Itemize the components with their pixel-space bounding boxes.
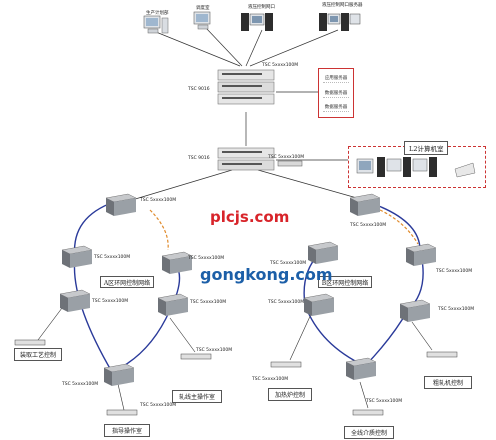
ring-switch-icon [103,363,135,386]
station-label-1: 装取工艺控制 [14,348,62,361]
node9-port: TSC 5xxxx100M [436,269,473,274]
pc3-label: 液压控制网口 [248,5,275,10]
link-pc2-switch [205,27,243,67]
node1-port: TSC 5xxxx100M [140,198,177,203]
drop-s2 [169,317,196,353]
watermark-gongkong: gongkong.com [200,265,333,284]
station-label-3: 指导操作室 [104,424,150,437]
link-pc4-switch [249,29,339,67]
station-label-6: 粗轧机控制 [424,376,472,389]
core-switch-icon [217,147,275,171]
node10-port: TSC 5xxxx100M [268,300,305,305]
pc4-label: 液压控制网口服务器 [322,3,363,8]
terminal-device-icon [426,351,458,358]
node14-port: TSC 5xxxx100M [366,399,403,404]
workstation-pair-icon [241,13,273,31]
drop-s5 [359,381,369,409]
node2-port: TSC 5xxxx100M [94,255,131,260]
terminal-device-icon [270,361,302,368]
server-panel: 应用服务器 数据服务器 数据服务器 [318,68,354,118]
ring-switch-icon [61,245,93,268]
desktop-pc-icon [193,11,211,30]
right-ring-orange [379,209,419,245]
node15-port: TSC 5xxxx100M [196,348,233,353]
ring-switch-icon [157,293,189,316]
drop-s6 [411,321,433,351]
workstation-pair-icon [319,13,361,31]
node3-port: TSC 5xxxx100M [188,256,225,261]
terminal-device-icon [352,409,384,416]
switch1-port-label: TSC 5xxxx100M [262,63,299,68]
station-label-2: 轧线主操作室 [172,390,222,403]
link-pc1-switch [155,31,241,67]
terminal-device-icon [14,339,46,346]
ring-switch-icon [105,193,137,216]
link-switch2-right-ring [257,169,365,201]
watermark-plcjs: plcjs.com [210,208,290,226]
node13-port: TSC 5xxxx100M [140,403,177,408]
pc1-label: 生产计划部 [146,11,169,16]
link-switch2-left-ring [131,169,233,201]
left-ring-label: A区环网控制网络 [100,276,154,288]
control-room-equipment-icon [356,157,476,178]
desktop-pc-icon [143,15,169,34]
terminal-device-icon [180,353,212,360]
station-label-4: 加热炉控制 [268,388,312,401]
drop-s4 [289,311,313,361]
node11-port: TSC 5xxxx100M [438,307,475,312]
station-label-5: 全线介质控制 [344,426,394,439]
node4-port: TSC 5xxxx100M [92,299,129,304]
right-ring-label: B区环网控制网络 [318,276,372,288]
node12-port: TSC 5xxxx100M [252,377,289,382]
node6-port: TSC 5xxxx100M [62,382,99,387]
server-item-1: 应用服务器 [322,76,350,84]
node5-port: TSC 5xxxx100M [190,300,227,305]
switch2-label: TSC 9016 [188,156,210,161]
terminal-device-icon [106,409,138,416]
media-converter-icon [277,160,303,167]
switch1-label: TSC 9016 [188,87,210,92]
core-switch-icon [217,69,275,105]
ring-switch-icon [349,193,381,216]
switch2-port-label: TSC 5xxxx100M [268,155,305,160]
ring-switch-icon [399,299,431,322]
ring-switch-icon [405,243,437,266]
control-room-title: L2计算机室 [404,141,449,155]
left-ring-orange [149,209,169,251]
ring-switch-icon [345,357,377,380]
ring-switch-icon [59,289,91,312]
server-item-2: 数据服务器 [322,90,350,98]
node7-port: TSC 5xxxx100M [350,223,387,228]
link-pc3-switch [245,29,263,67]
server-item-3: 数据服务器 [322,104,350,112]
ring-switch-icon [161,251,193,274]
drop-s3 [117,383,125,411]
ring-switch-icon [303,293,335,316]
pc2-label: 调度室 [196,6,210,11]
node8-port: TSC 5xxxx100M [270,261,307,266]
ring-switch-icon [307,241,339,264]
